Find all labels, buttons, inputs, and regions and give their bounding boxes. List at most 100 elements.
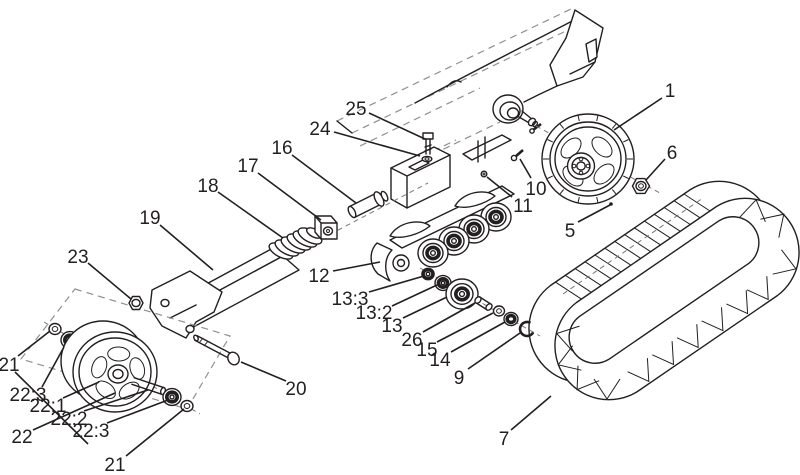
callout-12: 12 — [308, 266, 329, 287]
callout-17: 17 — [237, 156, 258, 177]
leader-line-12 — [332, 261, 381, 272]
callout-labels: 1567910111213:313:2132615141617181920212… — [0, 81, 677, 475]
callout-11: 11 — [513, 196, 533, 217]
washer-21-left — [48, 322, 62, 336]
leader-line-24 — [333, 131, 421, 157]
clevis-bracket — [149, 270, 223, 339]
sprocket-teeth — [543, 114, 633, 204]
chassis-frame — [336, 8, 604, 209]
idler-wheel-kit — [19, 288, 240, 415]
leader-line-19 — [159, 224, 214, 271]
leader-line-22:3 — [106, 399, 169, 424]
leader-line-18 — [217, 191, 284, 239]
callout-7: 7 — [499, 429, 510, 450]
callout-13:2: 13:2 — [356, 303, 393, 324]
callout-14: 14 — [429, 350, 451, 371]
leader-line-22:2 — [83, 389, 149, 412]
callout-10: 10 — [525, 179, 546, 200]
leader-line-21 — [125, 408, 185, 457]
roller-wheel-13 — [445, 278, 479, 310]
washer-24 — [421, 155, 433, 163]
leader-line-10 — [519, 158, 532, 179]
bogie-wing-right — [454, 191, 496, 208]
leader-line-17 — [257, 172, 322, 221]
leader-line-26 — [422, 302, 476, 333]
track-inner-opening — [568, 216, 760, 364]
track-tread-chevrons — [555, 198, 797, 400]
leader-line-20 — [240, 361, 287, 382]
callout-24: 24 — [309, 119, 331, 140]
callout-21: 21 — [104, 455, 125, 475]
adjuster-block-17 — [314, 215, 338, 240]
bracket-line — [14, 371, 89, 445]
leader-line-15 — [436, 312, 494, 343]
callout-9: 9 — [454, 368, 465, 389]
bogie-assembly — [370, 185, 541, 337]
bogie-claw-bracket — [370, 242, 393, 282]
bogie-roller — [480, 202, 512, 232]
callout-18: 18 — [197, 176, 218, 197]
leader-line-16 — [291, 154, 357, 204]
leader-line-13:3 — [368, 275, 425, 293]
nut-23 — [128, 295, 144, 311]
callout-20: 20 — [285, 379, 306, 400]
leader-line-25 — [368, 112, 426, 140]
callout-13:3: 13:3 — [332, 289, 369, 310]
leader-line-21 — [17, 330, 51, 357]
bogie-wing-left — [389, 221, 431, 238]
leader-line-22 — [32, 392, 116, 431]
callout-25: 25 — [345, 99, 366, 120]
callout-23: 23 — [67, 247, 88, 268]
tension-spring-18 — [268, 227, 323, 260]
idler-arm-assembly — [149, 182, 429, 339]
screw-10 — [510, 149, 524, 162]
chassis-angle-bracket — [462, 134, 512, 163]
axle-hub — [492, 94, 539, 128]
callout-6: 6 — [667, 143, 678, 164]
chassis-mount-box — [390, 146, 451, 209]
callout-22:3: 22:3 — [73, 421, 110, 442]
callout-26: 26 — [401, 330, 422, 351]
callout-22:2: 22:2 — [51, 409, 88, 430]
callout-16: 16 — [271, 138, 292, 159]
bolt-25 — [422, 132, 434, 155]
bushing-cap-14 — [503, 311, 519, 327]
rubber-track — [528, 180, 800, 401]
lock-nut-6 — [631, 177, 651, 195]
washer-15 — [492, 305, 506, 317]
washer-21-right — [180, 399, 194, 413]
leader-line-14 — [450, 321, 506, 353]
spacer-tube-16 — [347, 190, 389, 219]
leader-line-6 — [645, 158, 666, 181]
leader-line-13:2 — [391, 284, 438, 307]
callout-22:3: 22:3 — [10, 385, 47, 406]
bearing-13-2 — [434, 274, 452, 292]
idler-wheel-22-1 — [60, 320, 158, 413]
leader-line-5 — [577, 204, 611, 223]
leader-line-1 — [613, 97, 663, 131]
rivet-11 — [480, 170, 488, 178]
callout-22: 22 — [11, 427, 32, 448]
callout-19: 19 — [139, 208, 160, 229]
chassis-hook — [585, 38, 598, 63]
leader-line-23 — [87, 262, 132, 300]
leader-line-9 — [467, 332, 521, 370]
leader-line-13 — [402, 296, 448, 319]
callout-15: 15 — [416, 340, 437, 361]
callout-1: 1 — [665, 81, 676, 102]
callout-13: 13 — [381, 316, 402, 337]
chassis-end-plate — [549, 9, 604, 87]
roller-hardware-stack — [421, 267, 535, 338]
bearing-22-3-right — [162, 387, 182, 407]
leader-line-22:3 — [41, 346, 65, 388]
callout-22:1: 22:1 — [30, 396, 67, 417]
spacer-pin-26 — [474, 296, 493, 311]
retaining-ring-9 — [518, 320, 535, 338]
seal-ring-13-3 — [421, 267, 435, 281]
callout-21: 21 — [0, 355, 20, 376]
leader-line-22:1 — [62, 381, 100, 399]
leader-line-11 — [486, 176, 513, 198]
callout-5: 5 — [565, 221, 576, 242]
